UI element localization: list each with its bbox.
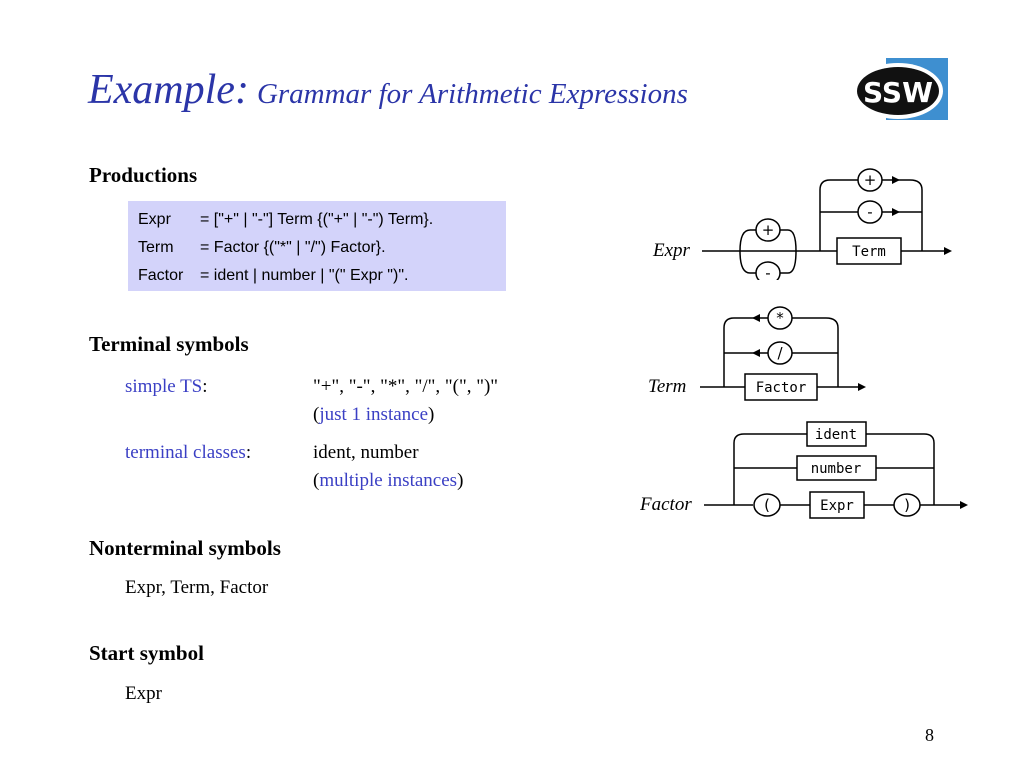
simple-ts-label: simple TS: xyxy=(125,376,208,397)
productions-heading: Productions xyxy=(89,163,198,187)
factor-syntax-diagram: Factor ( Expr ) ident number xyxy=(640,421,968,519)
expr-syntax-diagram: Expr + - Term + - xyxy=(652,168,952,280)
svg-text:*: * xyxy=(776,309,784,327)
terminal-classes-label: terminal classes: xyxy=(125,442,252,463)
start-symbol-heading: Start symbol xyxy=(89,641,204,665)
svg-text:Expr: Expr xyxy=(820,498,854,514)
term-diagram-label: Term xyxy=(648,376,686,397)
svg-text:number: number xyxy=(811,461,862,477)
svg-text:Factor: Factor xyxy=(756,380,807,396)
page-number: 8 xyxy=(925,725,934,745)
production-lhs: Factor xyxy=(138,267,184,284)
production-rule-term: Term = Factor {("*" | "/") Factor}. xyxy=(138,234,506,262)
svg-text:-: - xyxy=(765,264,770,280)
svg-text:-: - xyxy=(867,203,872,221)
nonterminal-symbols-heading: Nonterminal symbols xyxy=(89,536,281,560)
svg-text:Term: Term xyxy=(852,244,886,260)
expr-option-minus xyxy=(755,261,781,280)
svg-text:(: ( xyxy=(764,496,770,514)
term-loop-slash xyxy=(767,341,793,365)
factor-ident-box xyxy=(806,421,867,447)
svg-text:+: + xyxy=(864,171,877,189)
slide-title-main: Example: xyxy=(88,67,249,113)
production-rule-factor: Factor = ident | number | "(" Expr ")". xyxy=(138,262,506,290)
expr-loop-minus xyxy=(857,200,883,224)
simple-ts-note: (just 1 instance) xyxy=(313,404,435,425)
term-loop-star xyxy=(767,306,793,330)
start-symbol-value: Expr xyxy=(125,683,162,704)
terminal-classes-note: (multiple instances) xyxy=(313,470,464,491)
production-rhs: = ["+" | "-"] Term {("+" | "-") Term}. xyxy=(200,211,434,228)
expr-option-plus xyxy=(755,218,781,242)
svg-text:+: + xyxy=(762,221,775,239)
factor-expr-box xyxy=(809,491,865,519)
factor-diagram-label: Factor xyxy=(640,494,692,515)
production-rhs: = ident | number | "(" Expr ")". xyxy=(200,267,409,284)
expr-diagram-label: Expr xyxy=(652,240,691,261)
slide-title-sub: Grammar for Arithmetic Expressions xyxy=(256,78,688,110)
simple-ts-value: "+", "-", "*", "/", "(", ")" xyxy=(313,376,499,397)
terminal-symbols-heading: Terminal symbols xyxy=(89,332,249,356)
svg-text:): ) xyxy=(904,496,910,514)
nonterminal-symbols-value: Expr, Term, Factor xyxy=(125,577,269,598)
production-lhs: Expr xyxy=(138,211,171,228)
svg-text:ident: ident xyxy=(815,427,857,443)
factor-number-box xyxy=(796,455,877,481)
svg-text:/: / xyxy=(777,344,783,362)
production-rule-expr: Expr = ["+" | "-"] Term {("+" | "-") Term… xyxy=(138,206,506,234)
ssw-logo: SSW xyxy=(853,58,948,120)
production-lhs: Term xyxy=(138,239,174,256)
production-rhs: = Factor {("*" | "/") Factor}. xyxy=(200,239,386,256)
slide-title: Example: Grammar for Arithmetic Expressi… xyxy=(88,66,688,114)
productions-box: Expr = ["+" | "-"] Term {("+" | "-") Term… xyxy=(128,201,506,291)
logo-text: SSW xyxy=(863,76,933,109)
term-syntax-diagram: Term Factor * / xyxy=(648,306,866,401)
terminal-classes-value: ident, number xyxy=(313,442,419,463)
expr-loop-plus xyxy=(857,168,883,192)
